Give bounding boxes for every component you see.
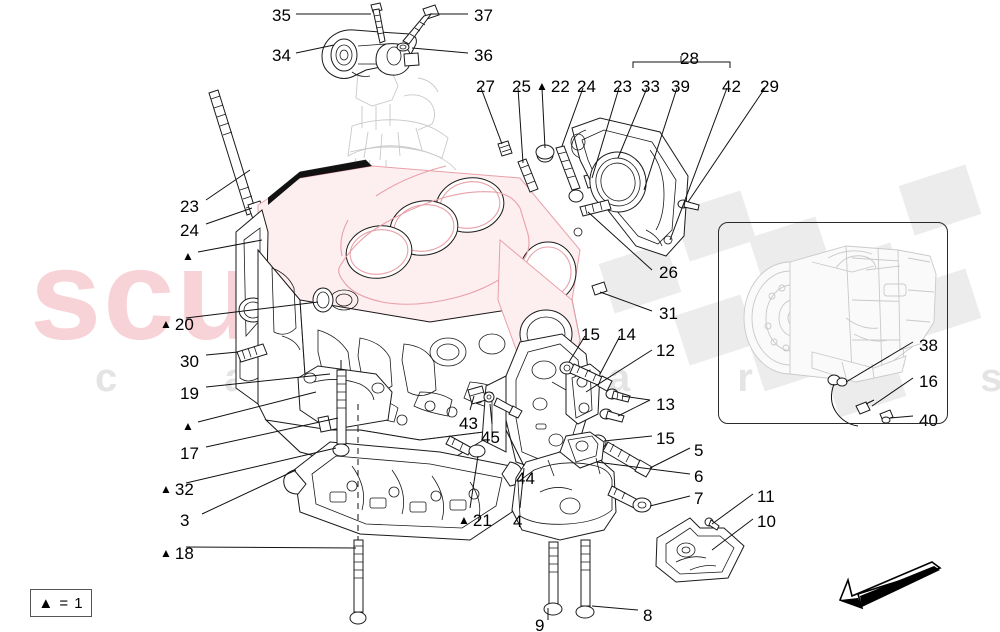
callout-13: 13 [656, 395, 675, 414]
part-45-bolt [493, 397, 523, 419]
part-24-stud-right [555, 145, 584, 203]
callout-17: 17 [180, 444, 199, 463]
part-13-bolt-lower [599, 408, 625, 423]
callout-12: 12 [656, 341, 675, 360]
part-14-bolt [569, 363, 613, 392]
part-13-bolt-upper [605, 388, 631, 403]
callout-33: 33 [641, 77, 660, 96]
callout-7: 7 [694, 489, 704, 508]
callout-25: 25 [512, 77, 531, 96]
orientation-arrow [838, 561, 942, 610]
legend-box: ▲ = 1 [30, 589, 92, 617]
callout-30: 30 [180, 352, 199, 371]
part-40-clip [879, 409, 894, 424]
callout-26: 26 [659, 263, 678, 282]
callout-37: 37 [474, 6, 493, 25]
part-6-engine-mount [511, 431, 617, 541]
part-8-bolt [575, 539, 595, 619]
callout-36: 36 [474, 46, 493, 65]
leader-lines [185, 13, 914, 620]
callout-39: 39 [671, 77, 690, 96]
part-18-long-bolt [349, 539, 367, 625]
part-9-bolt [543, 541, 563, 616]
callout-19: 19 [180, 384, 199, 403]
part-20-core-plug [312, 287, 334, 313]
transmission-assembly-drawing [743, 245, 937, 383]
transmission-inset-frame [718, 222, 948, 424]
callout-14: 14 [617, 325, 636, 344]
callout-18: 18 [160, 545, 194, 562]
callout-23: 23 [613, 77, 632, 96]
callout-35: 35 [272, 6, 291, 25]
callout-29: 29 [760, 77, 779, 96]
callout-16: 16 [919, 372, 938, 391]
part-27-stud [497, 140, 513, 157]
callout-20: 20 [160, 316, 194, 333]
part-23-stud-left [208, 89, 257, 216]
callout-34: 34 [272, 46, 291, 65]
part-35-bolt [370, 2, 386, 44]
callout-11: 11 [757, 487, 775, 506]
callout-3: 3 [180, 511, 190, 530]
part-5-bolt [602, 441, 653, 478]
part-34-engine-mount [321, 29, 420, 79]
part-33-39-42-rear-cover [570, 117, 689, 257]
callout-15: 15 [581, 325, 600, 344]
part-21-bolt [445, 435, 486, 458]
callout-43: 43 [459, 414, 478, 433]
callout-28: 28 [680, 49, 699, 68]
part-38-bolt [836, 377, 848, 387]
part-31-dowel [591, 281, 608, 296]
callout-45: 45 [481, 428, 500, 447]
callout-22: 22 [536, 78, 570, 95]
callout-27: 27 [476, 77, 495, 96]
callout-23: 23 [180, 197, 199, 216]
reference-triangle-icon: ▲ [182, 419, 194, 433]
ghost-cylinder-head [347, 65, 457, 175]
legend-text: ▲ = 1 [38, 594, 84, 612]
part-10-heat-shield [655, 517, 745, 583]
callout-24: 24 [180, 221, 199, 240]
callout-6: 6 [694, 467, 704, 486]
part-36-washer [396, 42, 410, 52]
callout-8: 8 [643, 606, 653, 625]
part-30-dowel-pin [236, 343, 268, 363]
reference-triangle-icon: ▲ [182, 249, 194, 263]
callout-9: 9 [535, 616, 545, 632]
part-11-bolt [704, 517, 720, 531]
part-45-washer [483, 391, 495, 403]
callout-10: 10 [757, 512, 776, 531]
callout-21: 21 [458, 512, 492, 529]
callout-42: 42 [722, 77, 741, 96]
callout-4: 4 [513, 512, 523, 531]
part-17-32-long-bolt [332, 369, 350, 457]
callout-24: 24 [577, 77, 596, 96]
part-26-dowel [579, 199, 612, 217]
callout-31: 31 [659, 304, 678, 323]
callout-32: 32 [160, 481, 194, 498]
part-7-bolt [607, 485, 652, 513]
callout-15: 15 [656, 429, 675, 448]
callout-40: 40 [919, 411, 938, 430]
callout-38: 38 [919, 336, 938, 355]
part-22-ring [535, 144, 555, 163]
part-25-stud [517, 158, 539, 193]
part-37-bolt [402, 4, 440, 45]
callout-44: 44 [516, 469, 535, 488]
callout-5: 5 [694, 441, 704, 460]
